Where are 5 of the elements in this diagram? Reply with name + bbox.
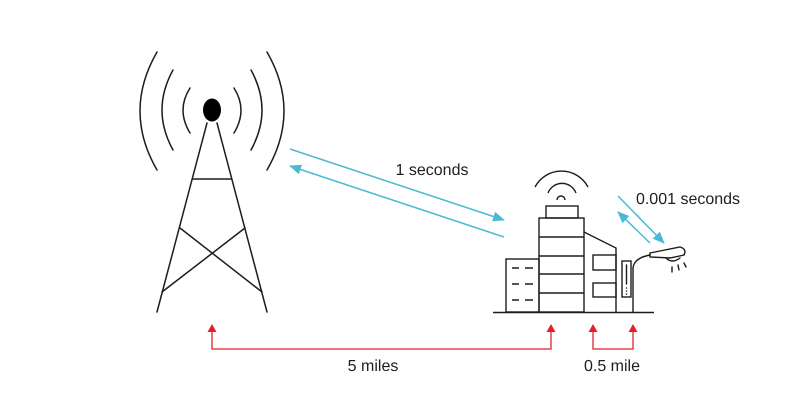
arrow bbox=[290, 148, 505, 222]
arrow bbox=[617, 211, 651, 244]
arrow bbox=[617, 195, 665, 244]
arrow bbox=[289, 164, 504, 238]
office-building bbox=[504, 168, 618, 314]
